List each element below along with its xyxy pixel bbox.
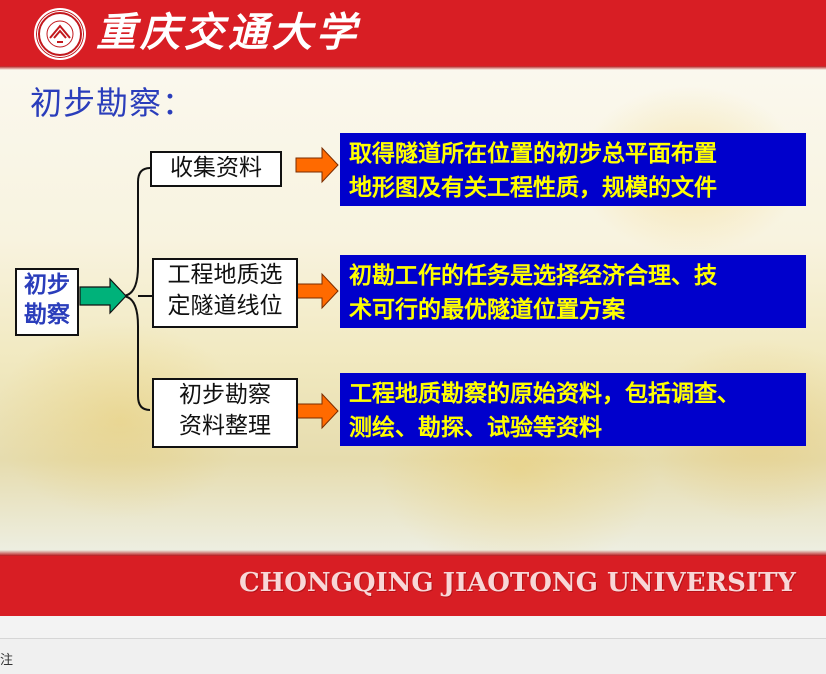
header-bar: 重庆交通大学 xyxy=(0,0,826,70)
detail-line: 初勘工作的任务是选择经济合理、技 xyxy=(349,263,717,289)
detail-panel-data-organization: 工程地质勘察的原始资料，包括调查、 测绘、勘探、试验等资料 xyxy=(340,373,806,446)
university-name-cn: 重庆交通大学 xyxy=(96,9,360,56)
root-arrow-icon xyxy=(79,277,127,315)
university-name-en: CHONGQING JIAOTONG UNIVERSITY xyxy=(238,568,796,598)
detail-panel-route-selection: 初勘工作的任务是选择经济合理、技 术可行的最优隧道位置方案 xyxy=(340,255,806,328)
branch-box-line: 工程地质选 xyxy=(167,262,283,288)
branch-box-line: 收集资料 xyxy=(170,155,262,181)
branch-box-line: 初步勘察 xyxy=(179,382,271,408)
page-title: 初步勘察： xyxy=(30,84,196,122)
speaker-notes-bar[interactable]: 注 xyxy=(0,638,826,674)
detail-line: 工程地质勘察的原始资料，包括调查、 xyxy=(349,381,740,407)
branch-arrow-icon xyxy=(295,146,339,184)
branch-arrow-icon xyxy=(295,392,339,430)
university-seal-icon xyxy=(34,8,86,60)
branch-arrow-icon xyxy=(295,272,339,310)
detail-panel-collect-data: 取得隧道所在位置的初步总平面布置 地形图及有关工程性质，规模的文件 xyxy=(340,133,806,206)
slide: 重庆交通大学 初步勘察： 初步 勘察 收集资料 取得隧道所在位置的初步总平面布置… xyxy=(0,0,826,616)
footer-bar: CHONGQING JIAOTONG UNIVERSITY xyxy=(0,550,826,616)
branch-box-line: 定隧道线位 xyxy=(167,293,283,319)
branch-box-collect-data: 收集资料 xyxy=(150,151,282,187)
detail-line: 地形图及有关工程性质，规模的文件 xyxy=(349,175,717,201)
detail-line: 测绘、勘探、试验等资料 xyxy=(349,415,602,441)
detail-line: 取得隧道所在位置的初步总平面布置 xyxy=(349,141,717,167)
branch-box-route-selection: 工程地质选 定隧道线位 xyxy=(152,258,298,328)
root-node-box: 初步 勘察 xyxy=(15,268,79,336)
root-node-line: 初步 xyxy=(24,272,70,298)
root-node-line: 勘察 xyxy=(24,302,70,328)
detail-line: 术可行的最优隧道位置方案 xyxy=(349,297,625,323)
connector-diagram xyxy=(79,146,339,430)
branch-box-data-organization: 初步勘察 资料整理 xyxy=(152,378,298,448)
brace-connector xyxy=(121,167,151,411)
notes-label: 注 xyxy=(0,653,14,668)
branch-box-line: 资料整理 xyxy=(179,413,271,439)
